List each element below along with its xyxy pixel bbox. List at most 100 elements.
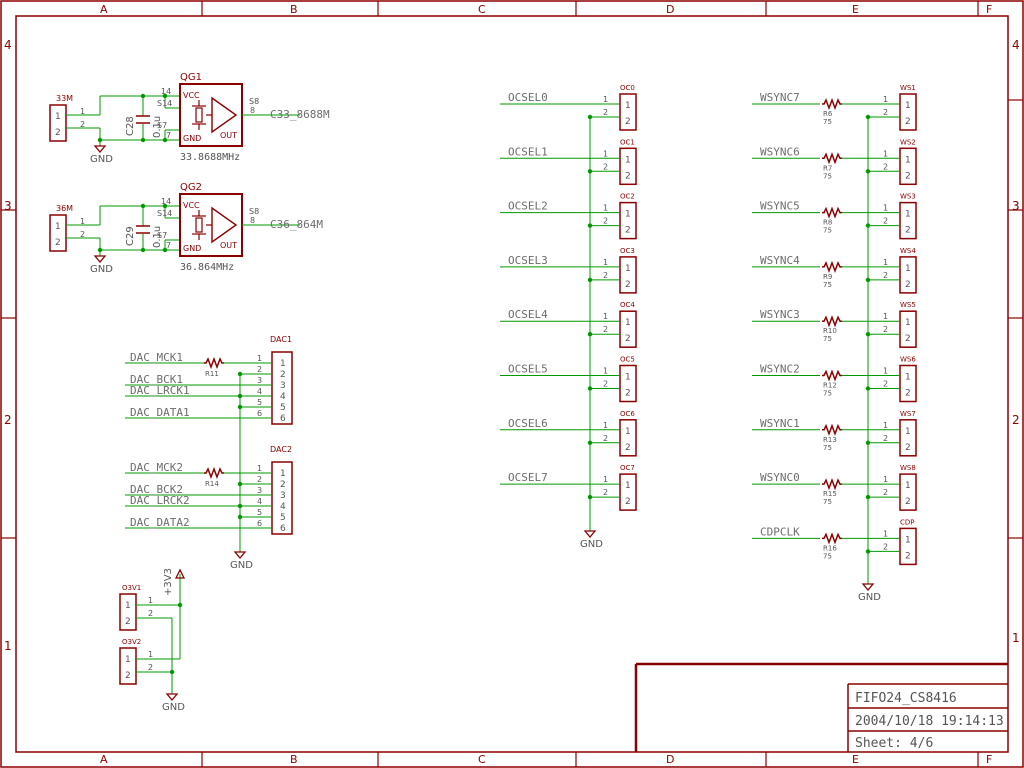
crystal-symbol: [195, 107, 203, 123]
resistor-ref: R11: [205, 370, 219, 378]
header-body: [49, 214, 67, 252]
resistor-symbol: [822, 315, 842, 328]
pin-name-gnd: GND: [183, 134, 201, 143]
pin-number: 3: [280, 381, 286, 391]
pin-number: 1: [603, 149, 608, 158]
pin-number: 1: [125, 601, 131, 611]
pin-name-out: OUT: [220, 131, 237, 140]
connector-name: OC7: [620, 464, 635, 472]
pin-number: 2: [625, 443, 631, 453]
pin-number: 1: [625, 155, 631, 165]
pin-number: 1: [603, 421, 608, 430]
inner-border: [15, 15, 1009, 753]
pin-number: 1: [905, 101, 911, 111]
connector-name: WS8: [900, 464, 916, 472]
column-marker: C: [478, 753, 486, 766]
header-body: [49, 104, 67, 142]
connector-name: 33M: [56, 94, 73, 103]
pin-name-gnd: GND: [183, 244, 201, 253]
pin-number: 2: [55, 238, 61, 248]
pin-number: 2: [603, 380, 608, 389]
pin-name-vcc: VCC: [183, 201, 200, 210]
pin-number: 6: [280, 524, 286, 534]
pin-number: 2: [905, 334, 911, 344]
resistor-ref: R9: [823, 273, 832, 281]
resistor-symbol: [822, 423, 842, 436]
resistor-ref: R13: [823, 436, 837, 444]
pin-number: 3: [280, 491, 286, 501]
connector-name: OC2: [620, 193, 635, 201]
pin-number: 4: [257, 387, 262, 396]
resistor-value: 75: [823, 444, 832, 452]
row-marker: 2: [1012, 413, 1020, 427]
pin-number: 14: [161, 197, 171, 206]
pin-number: 14: [161, 87, 171, 96]
pin-number: 4: [280, 392, 286, 402]
net-label: WSYNC4: [760, 254, 800, 267]
resistor-symbol: [822, 152, 842, 165]
resistor-ref: R16: [823, 544, 837, 552]
ground-label: GND: [90, 264, 113, 275]
pin-number: 2: [125, 617, 131, 627]
row-marker: 3: [4, 199, 12, 213]
header-body: [619, 147, 637, 186]
dac-block: DAC1112233445566R11DAC_MCK1DAC_BCK1DAC_L…: [125, 335, 293, 425]
oscillator-frequency: 33.8688MHz: [180, 152, 240, 163]
pin-number: 2: [905, 551, 911, 561]
connector-name: WS4: [900, 247, 916, 255]
pin-number: 1: [905, 481, 911, 491]
pin-number: 2: [257, 365, 262, 374]
junction-dot: [237, 371, 243, 377]
pin-number: S8: [249, 97, 259, 106]
pin-number: 2: [80, 120, 85, 129]
pin-number: 1: [625, 373, 631, 383]
row-marker: 4: [1012, 38, 1020, 52]
pin-number: 1: [625, 427, 631, 437]
pin-number: 2: [905, 226, 911, 236]
connector-name: 36M: [56, 204, 73, 213]
pin-number: 2: [905, 280, 911, 290]
junction-dot: [162, 203, 168, 209]
header-body: [899, 93, 917, 131]
junction-dot: [140, 203, 146, 209]
ground-symbol: GND: [580, 525, 603, 550]
ground-label: GND: [162, 702, 185, 713]
net-label: WSYNC3: [760, 308, 800, 321]
pin-number: S14: [157, 99, 172, 108]
pin-number: 2: [883, 108, 888, 117]
row-marker: 4: [4, 38, 12, 52]
ground-label: GND: [90, 154, 113, 165]
resistor-symbol: [822, 97, 842, 111]
buffer-symbol: [211, 206, 238, 244]
resistor-value: 75: [823, 552, 832, 560]
header-body: [619, 201, 637, 240]
pin-number: 1: [148, 650, 153, 659]
pin-number: 2: [883, 380, 888, 389]
resistor-ref: R15: [823, 490, 837, 498]
pin-number: 1: [603, 312, 608, 321]
pin-number: 2: [148, 609, 153, 618]
sheet-number: Sheet: 4/6: [855, 736, 933, 751]
connector-name: O3V2: [122, 638, 141, 646]
pin-number: 1: [883, 149, 888, 158]
dac-connector-name: DAC2: [270, 445, 292, 454]
ground-label: GND: [580, 539, 603, 550]
pin-number: 2: [603, 488, 608, 497]
pin-number: 6: [280, 414, 286, 424]
ground-label: GND: [858, 592, 881, 603]
pin-number: 4: [280, 502, 286, 512]
pin-number: 2: [883, 162, 888, 171]
column-marker: F: [986, 3, 992, 16]
